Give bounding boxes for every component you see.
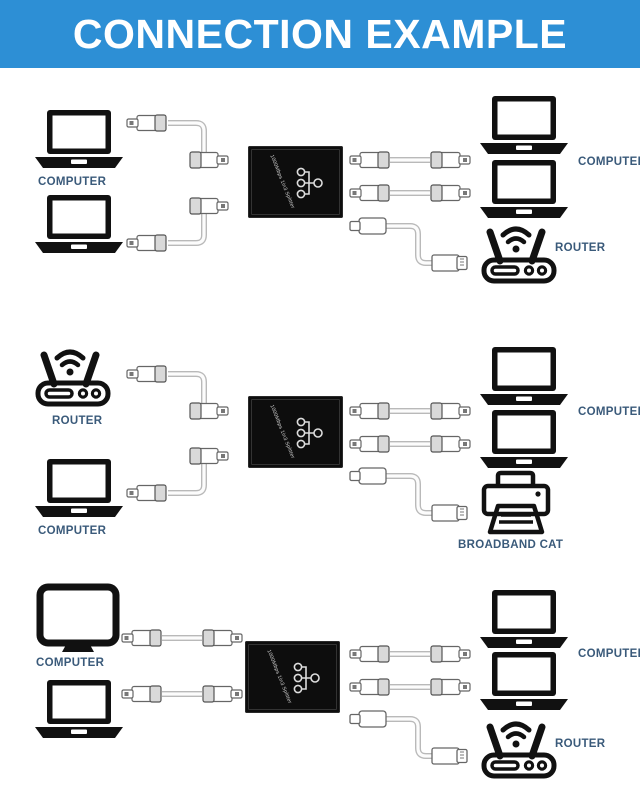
example-3-diagram: COMPUTER [0,568,640,790]
rj45-cable-icon [349,402,471,420]
input-device-label: COMPUTER [36,657,105,669]
output-device-label: BROADBAND CAT [458,539,564,551]
network-split-icon [296,167,323,199]
output-device-label: COMPUTER [578,406,640,418]
input-cable-rj45 [124,193,244,255]
laptop-icon [480,96,568,154]
output-cable-rj45 [348,147,472,173]
rj45-cable-icon [349,151,471,169]
laptop-icon [480,652,568,710]
output-device-label: ROUTER [555,242,606,254]
input-cable-rj45 [124,443,244,505]
router-icon [35,349,111,407]
rj45-cable-icon [126,447,229,502]
rj45-cable-icon [126,114,229,169]
laptop-icon [480,160,568,218]
output-device-laptop [478,345,570,407]
rj45-cable-icon [126,365,229,420]
output-device-printer [470,470,565,536]
output-cable-rj45 [348,674,472,700]
laptop-icon [35,680,123,738]
input-device-label: ROUTER [52,415,103,427]
network-split-icon [293,662,320,694]
splitter-device: 1000Mbps 1in3 Splitter [248,396,343,468]
output-device-label: COMPUTER [578,156,640,168]
output-device-router [470,218,570,288]
network-split-icon [296,417,323,449]
rj45-cable-icon [349,678,471,696]
rj45-cable-icon [121,685,243,703]
rj45-cable-icon [349,435,471,453]
splitter-model-text: 1000Mbps 1in3 Splitter [268,404,296,460]
output-cable-rj45 [348,431,472,457]
input-cable-rj45 [120,681,244,707]
page-title: CONNECTION EXAMPLE [72,10,568,57]
splitter-model-text: 1000Mbps 1in3 Splitter [268,154,296,210]
router-icon [481,226,557,284]
splitter-device: 1000Mbps 1in3 Splitter [245,641,340,713]
usb-cable-icon [349,217,468,272]
splitter-device: 1000Mbps 1in3 Splitter [248,146,343,218]
rj45-cable-icon [126,197,229,252]
output-device-laptop [478,650,570,712]
input-device-laptop [33,678,125,740]
output-device-laptop [478,94,570,156]
router-icon [481,721,557,779]
output-device-router [470,713,570,783]
monitor-icon [36,583,120,652]
input-device-laptop [33,108,125,170]
input-device-router [24,341,124,411]
input-cable-rj45 [120,625,244,651]
page-header: CONNECTION EXAMPLE [0,0,640,68]
usb-cable-icon [349,467,468,522]
output-device-laptop [478,588,570,650]
example-2-diagram: ROUTER COMPUTER [0,323,640,568]
output-cable-usb [348,463,476,523]
usb-cable-icon [349,710,468,765]
laptop-icon [480,590,568,648]
laptop-icon [35,195,123,253]
splitter-model-text: 1000Mbps 1in3 Splitter [265,649,293,705]
output-cable-rj45 [348,641,472,667]
rj45-cable-icon [349,645,471,663]
output-cable-rj45 [348,398,472,424]
output-device-label: ROUTER [555,738,606,750]
rj45-cable-icon [349,184,471,202]
laptop-icon [480,347,568,405]
input-device-monitor [32,583,124,654]
output-device-laptop [478,158,570,220]
input-device-laptop [33,193,125,255]
output-cable-rj45 [348,180,472,206]
rj45-cable-icon [121,629,243,647]
output-device-label: COMPUTER [578,648,640,660]
printer-icon [481,470,551,535]
input-device-label: COMPUTER [38,525,107,537]
input-device-label: COMPUTER [38,176,107,188]
laptop-icon [480,410,568,468]
input-device-laptop [33,457,125,519]
input-cable-rj45 [124,110,244,172]
laptop-icon [35,110,123,168]
output-device-laptop [478,408,570,470]
input-cable-rj45 [124,361,244,423]
example-1-diagram: COMPUTER [0,68,640,323]
output-cable-usb [348,213,476,273]
output-cable-usb [348,706,476,766]
laptop-icon [35,459,123,517]
